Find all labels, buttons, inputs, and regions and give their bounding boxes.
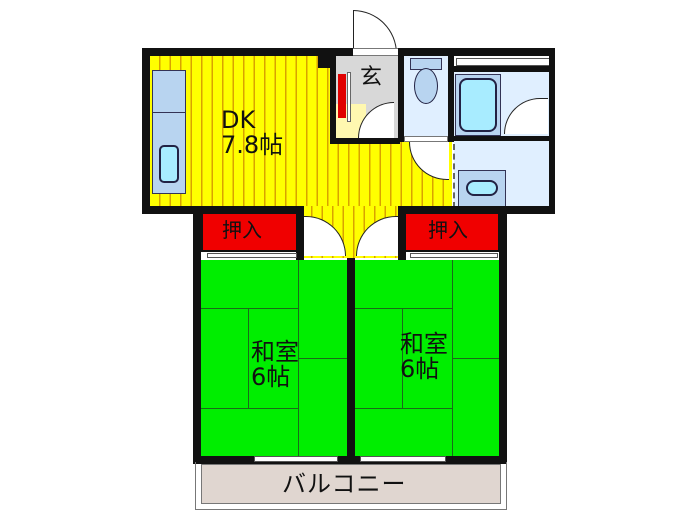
washroom-curtain: [453, 144, 455, 208]
balcony: [201, 464, 501, 504]
wall-lower-middle: [347, 212, 355, 462]
toilet-bowl: [414, 68, 438, 104]
kitchen-sink: [159, 145, 179, 183]
washitsu-left-name: 和室: [251, 338, 299, 366]
balcony-label: バルコニー: [282, 470, 407, 498]
genkan-wall-bottom: [330, 138, 400, 144]
washitsu-right: [355, 260, 499, 456]
kitchen-counter-divider: [152, 112, 186, 113]
closet-right-fusuma[interactable]: [410, 253, 498, 258]
wall-right: [549, 48, 555, 212]
wall-top-right: [398, 48, 555, 56]
wall-left: [142, 48, 150, 212]
genkan-wall-left: [330, 56, 336, 144]
bath-wall-bottom: [450, 136, 550, 141]
dk-name: DK: [221, 106, 256, 134]
bathtub: [459, 78, 497, 132]
dk-label: DK 7.8帖: [221, 106, 284, 160]
closet-right-label: 押入: [428, 218, 468, 242]
wall-top-left: [142, 48, 353, 56]
wash-basin: [466, 180, 498, 196]
dk-bottom-left-white: [142, 214, 192, 224]
shoe-cabinet: [338, 74, 346, 118]
genkan-label: 玄: [360, 65, 383, 90]
balcony-outer: [195, 462, 507, 510]
washitsu-left-size: 6帖: [251, 363, 291, 392]
closet-left-label: 押入: [222, 218, 262, 242]
washitsu-right-name: 和室: [400, 330, 448, 358]
wall-lower-left: [193, 206, 201, 462]
wall-toilet-right: [448, 56, 454, 142]
bath-window: [456, 58, 550, 66]
washitsu-right-label: 和室 6帖: [400, 330, 448, 384]
washitsu-left-label: 和室 6帖: [251, 338, 299, 392]
washitsu-right-size: 6帖: [400, 355, 440, 384]
bath-wall-top: [450, 66, 550, 72]
wall-lower-bottom: [193, 456, 507, 464]
shoe-cabinet-door: [347, 72, 351, 122]
washitsu-right-window[interactable]: [360, 456, 446, 462]
washitsu-left-window[interactable]: [254, 456, 338, 462]
closet-left-fusuma[interactable]: [207, 253, 297, 258]
dk-size: 7.8帖: [221, 131, 284, 160]
wall-lower-right: [499, 206, 507, 462]
wall-toilet-left: [398, 56, 404, 142]
entry-door-opening: [353, 48, 398, 56]
closet-right-wall: [398, 206, 406, 262]
washitsu-left: [201, 260, 347, 456]
closet-left-wall: [296, 206, 304, 262]
